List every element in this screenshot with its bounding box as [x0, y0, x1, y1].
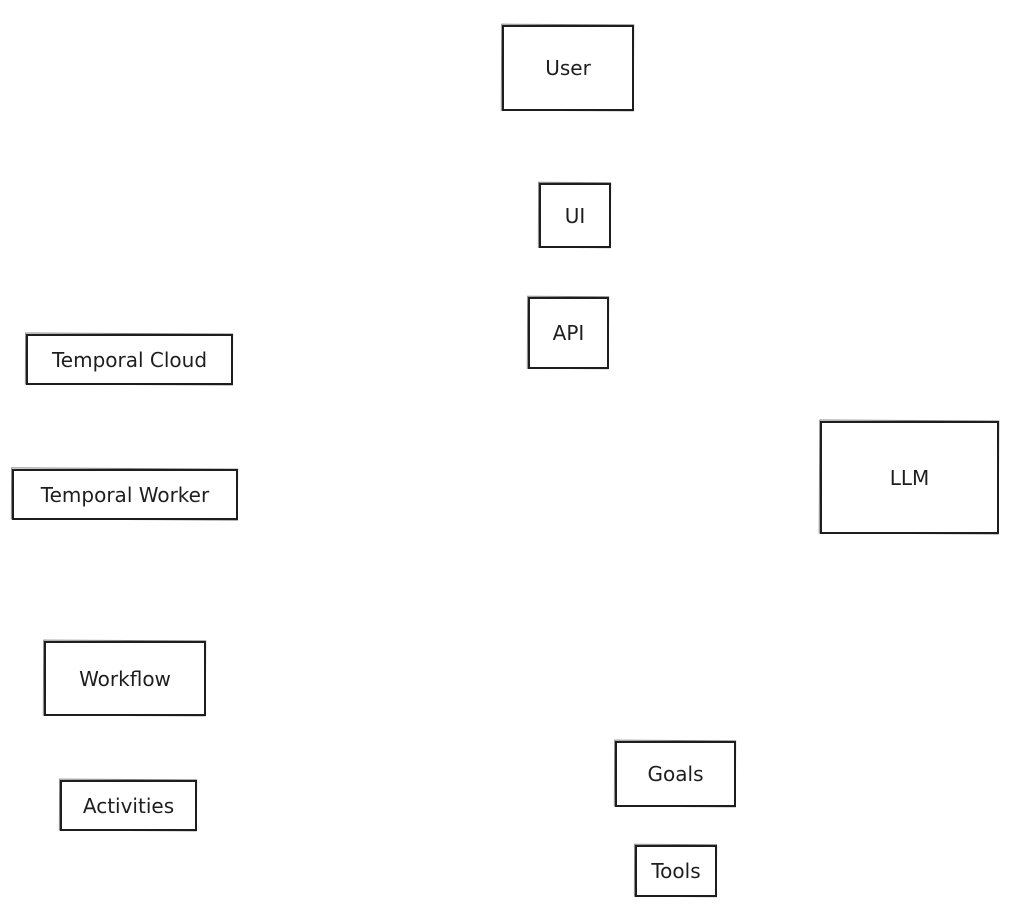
node-api[interactable]: API	[528, 297, 609, 369]
node-label: Activities	[82, 793, 175, 818]
node-label: Goals	[647, 762, 704, 786]
node-temporal-cloud[interactable]: Temporal Cloud	[26, 334, 233, 385]
node-goals[interactable]: Goals	[615, 741, 736, 807]
node-label: Temporal Worker	[40, 482, 210, 507]
node-activities[interactable]: Activities	[60, 780, 197, 831]
node-llm[interactable]: LLM	[820, 421, 999, 534]
node-temporal-worker[interactable]: Temporal Worker	[12, 469, 238, 520]
node-label: Tools	[651, 859, 701, 883]
node-label: User	[545, 56, 591, 80]
node-label: Workflow	[79, 666, 171, 691]
node-tools[interactable]: Tools	[635, 845, 717, 897]
node-user[interactable]: User	[502, 25, 634, 111]
node-label: LLM	[889, 465, 930, 490]
node-label: Temporal Cloud	[51, 347, 208, 372]
node-label: API	[552, 321, 585, 345]
node-label: UI	[564, 203, 586, 228]
node-workflow[interactable]: Workflow	[44, 641, 206, 716]
node-ui[interactable]: UI	[539, 183, 611, 248]
